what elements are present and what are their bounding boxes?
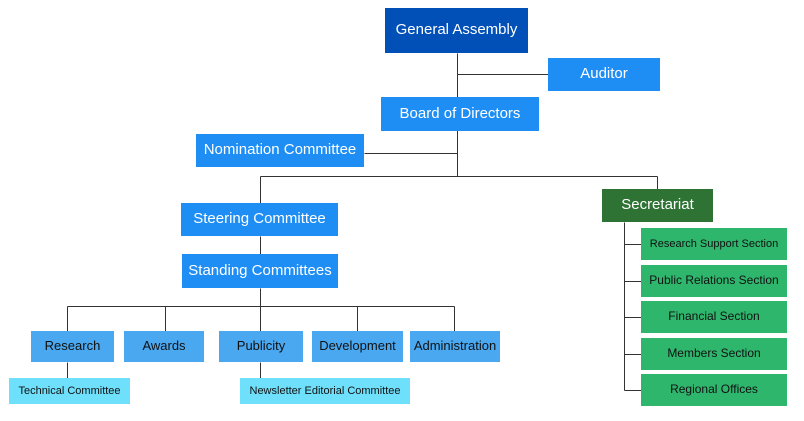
auditor-box: Auditor: [548, 58, 660, 91]
financial-section-box: Financial Section: [641, 301, 787, 333]
newsletter-editorial-committee-box: Newsletter Editorial Committee: [240, 378, 410, 404]
publicity-box: Publicity: [219, 331, 303, 362]
board-of-directors-box: Board of Directors: [381, 97, 539, 131]
standing-committees-box: Standing Committees: [182, 254, 338, 288]
research-box: Research: [31, 331, 114, 362]
regional-offices-box: Regional Offices: [641, 374, 787, 406]
administration-box: Administration: [410, 331, 500, 362]
public-relations-section-box: Public Relations Section: [641, 265, 787, 297]
nomination-committee-box: Nomination Committee: [196, 134, 364, 167]
steering-committee-box: Steering Committee: [181, 203, 338, 236]
general-assembly-box: General Assembly: [385, 8, 528, 53]
members-section-box: Members Section: [641, 338, 787, 370]
secretariat-box: Secretariat: [602, 189, 713, 222]
technical-committee-box: Technical Committee: [9, 378, 130, 404]
research-support-section-box: Research Support Section: [641, 228, 787, 260]
development-box: Development: [312, 331, 403, 362]
awards-box: Awards: [124, 331, 204, 362]
